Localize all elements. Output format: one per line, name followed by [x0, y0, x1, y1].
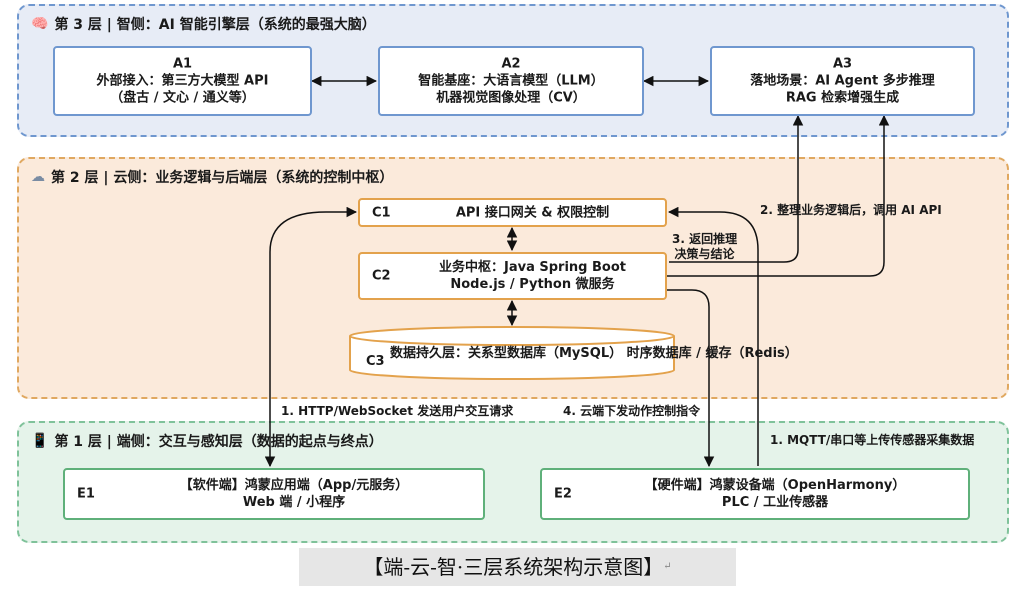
node-e2-line1: 【硬件端】鸿蒙设备端（OpenHarmony）	[644, 478, 906, 493]
edge-label-a3-c2: 3. 返回推理 决策与结论	[672, 232, 737, 262]
layer-2-title-text: 第 2 层 | 云侧：业务逻辑与后端层（系统的控制中枢）	[51, 170, 394, 186]
edge-e1-c1	[264, 206, 358, 468]
node-a2-id: A2	[501, 56, 521, 72]
node-c3-line2: 时序数据库 / 缓存（Redis）	[626, 346, 798, 361]
brain-icon: 🧠	[31, 16, 49, 32]
node-e2-id: E2	[554, 486, 572, 502]
figure-caption: 【端-云-智·三层系统架构示意图】↵	[299, 548, 736, 586]
node-e1-line2: Web 端 / 小程序	[242, 495, 346, 510]
node-c3-id: C3	[366, 354, 385, 369]
node-a2-line1: 智能基座：大语言模型（LLM）	[418, 73, 604, 89]
edge-label-a3-c2-line2: 决策与结论	[674, 247, 735, 261]
edge-label-e2-c1: 1. MQTT/串口等上传传感器采集数据	[770, 433, 975, 447]
node-a3-line1: 落地场景：AI Agent 多步推理	[750, 73, 935, 89]
node-e2[interactable]: E2 【硬件端】鸿蒙设备端（OpenHarmony） PLC / 工业传感器	[540, 468, 970, 520]
node-c1-text: API 接口网关 & 权限控制	[455, 205, 610, 220]
edge-label-e1-c1: 1. HTTP/WebSocket 发送用户交互请求	[281, 404, 514, 418]
node-a1-line2: （盘古 / 文心 / 通义等）	[110, 90, 255, 106]
cloud-icon: ☁	[31, 169, 45, 185]
c3-cylinder-shape	[349, 326, 675, 380]
node-c2[interactable]: C2 业务中枢：Java Spring Boot Node.js / Pytho…	[358, 252, 667, 300]
node-c1[interactable]: C1 API 接口网关 & 权限控制	[358, 198, 667, 227]
node-c2-id: C2	[372, 268, 391, 284]
edge-label-c2-a3: 2. 整理业务逻辑后，调用 AI API	[760, 203, 942, 217]
layer-3-title: 🧠 第 3 层 | 智侧：AI 智能引擎层（系统的最强大脑）	[31, 14, 376, 34]
node-a3[interactable]: A3 落地场景：AI Agent 多步推理 RAG 检索增强生成	[710, 46, 975, 116]
phone-icon: 📱	[31, 433, 49, 449]
layer-3-title-text: 第 3 层 | 智侧：AI 智能引擎层（系统的最强大脑）	[54, 17, 376, 33]
node-e1-id: E1	[77, 486, 95, 502]
node-e2-line2: PLC / 工业传感器	[721, 495, 829, 510]
edge-c2-a3	[667, 114, 890, 277]
node-e1[interactable]: E1 【软件端】鸿蒙应用端（App/元服务） Web 端 / 小程序	[63, 468, 485, 520]
node-a2-line2: 机器视觉图像处理（CV）	[436, 90, 586, 106]
layer-2-title: ☁ 第 2 层 | 云侧：业务逻辑与后端层（系统的控制中枢）	[31, 167, 393, 187]
edge-c2-e2	[667, 289, 715, 468]
edge-label-a3-c2-line1: 3. 返回推理	[672, 232, 738, 246]
edge-label-c2-e2: 4. 云端下发动作控制指令	[563, 404, 701, 418]
figure-caption-text: 【端-云-智·三层系统架构示意图】	[363, 555, 664, 579]
edge-a3-c2	[669, 114, 804, 263]
node-a3-line2: RAG 检索增强生成	[785, 90, 900, 106]
node-c2-line2: Node.js / Python 微服务	[450, 277, 615, 292]
node-c2-line1: 业务中枢：Java Spring Boot	[439, 260, 626, 275]
node-a3-id: A3	[832, 56, 853, 72]
node-e1-line1: 【软件端】鸿蒙应用端（App/元服务）	[179, 478, 409, 493]
edge-e2-c1	[667, 206, 759, 466]
node-a2[interactable]: A2 智能基座：大语言模型（LLM） 机器视觉图像处理（CV）	[378, 46, 644, 116]
node-a1-id: A1	[172, 56, 193, 72]
node-c3-line1: 数据持久层：关系型数据库（MySQL）	[390, 346, 623, 361]
node-a1-line1: 外部接入：第三方大模型 API	[96, 73, 269, 89]
node-a1[interactable]: A1 外部接入：第三方大模型 API （盘古 / 文心 / 通义等）	[53, 46, 312, 116]
node-c3[interactable]: C3 数据持久层：关系型数据库（MySQL） 时序数据库 / 缓存（Redis）	[350, 345, 798, 379]
node-c1-id: C1	[372, 205, 391, 220]
paragraph-mark: ↵	[663, 561, 672, 572]
